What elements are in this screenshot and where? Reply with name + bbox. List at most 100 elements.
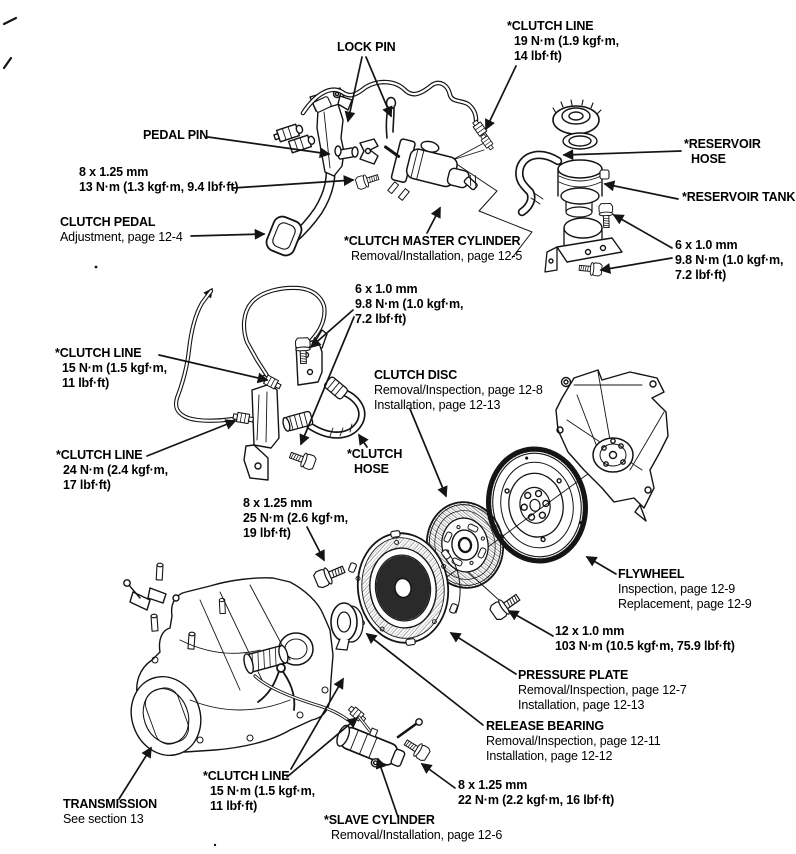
label-text: 15 N·m (1.5 kgf·m, xyxy=(62,361,167,375)
shift-linkage xyxy=(123,579,180,611)
label-text: Removal/Inspection, page 12-7 xyxy=(518,683,687,697)
pedal-pin-part xyxy=(334,145,359,160)
label-text: 25 N·m (2.6 kgf·m, xyxy=(243,511,348,525)
label-text: Installation, page 12-13 xyxy=(518,698,645,712)
label-text: HOSE xyxy=(354,462,389,476)
label-text: CLUTCH PEDAL xyxy=(60,215,156,229)
flare-fitting-24nm xyxy=(231,411,255,425)
label-text: 9.8 N·m (1.0 kgf·m, xyxy=(675,253,784,267)
label-text: 24 N·m (2.4 kgf·m, xyxy=(63,463,168,477)
pedal-pad xyxy=(265,215,303,257)
label-text: Removal/Installation, page 12-5 xyxy=(351,249,523,263)
label-text: 12 x 1.0 mm xyxy=(555,624,625,638)
reservoir-seal-ring xyxy=(562,132,598,150)
label-clutch-line-upper: *CLUTCH LINE 19 N·m (1.9 kgf·m, 14 lbf·f… xyxy=(507,19,619,64)
label-clutch-line-left: *CLUTCH LINE 15 N·m (1.5 kgf·m, 11 lbf·f… xyxy=(55,346,167,391)
label-text: 8 x 1.25 mm xyxy=(458,778,528,792)
label-text: 7.2 lbf·ft) xyxy=(355,312,407,326)
label-text: Installation, page 12-13 xyxy=(374,398,501,412)
reservoir-cap xyxy=(552,99,602,135)
label-text: 6 x 1.0 mm xyxy=(355,282,418,296)
mount-bracket-drawing xyxy=(555,369,669,522)
label-text: *RESERVOIR TANK xyxy=(682,190,796,204)
label-text: 9.8 N·m (1.0 kgf·m, xyxy=(355,297,464,311)
label-text: 19 N·m (1.9 kgf·m, xyxy=(514,34,619,48)
reservoir-bracket xyxy=(544,217,623,273)
label-plate-bolt: 8 x 1.25 mm 25 N·m (2.6 kgf·m, 19 lbf·ft… xyxy=(243,496,348,541)
scan-speck-marks xyxy=(2,16,217,847)
label-master-cylinder: *CLUTCH MASTER CYLINDER Removal/Installa… xyxy=(344,234,522,264)
clutch-line-24-pipe xyxy=(173,288,236,423)
label-text: Inspection, page 12-9 xyxy=(618,582,736,596)
label-pedal-bolt: 8 x 1.25 mm 13 N·m (1.3 kgf·m, 9.4 lbf·f… xyxy=(79,165,239,195)
label-text: Installation, page 12-12 xyxy=(486,749,613,763)
clutch-pedal-drawing xyxy=(265,87,353,257)
label-text: 8 x 1.25 mm xyxy=(79,165,149,179)
label-text: *CLUTCH LINE xyxy=(507,19,594,33)
label-slave-bolt: 8 x 1.25 mm 22 N·m (2.2 kgf·m, 16 lbf·ft… xyxy=(458,778,614,808)
mid-clutch-lines xyxy=(173,285,366,481)
clevis-yoke xyxy=(359,138,379,165)
slave-cylinder-drawing xyxy=(336,704,432,768)
label-clutch-pedal: CLUTCH PEDAL Adjustment, page 12-4 xyxy=(60,215,183,245)
label-clutch-line-bottom: *CLUTCH LINE 15 N·m (1.5 kgf·m, 11 lbf·f… xyxy=(203,769,315,814)
label-text: *CLUTCH LINE xyxy=(203,769,290,783)
label-text: PRESSURE PLATE xyxy=(518,668,629,682)
label-clutch-hose: *CLUTCH HOSE xyxy=(347,447,402,477)
flare-fitting-slave xyxy=(346,704,368,725)
label-text: LOCK PIN xyxy=(337,40,396,54)
label-damper-bolts: 6 x 1.0 mm 9.8 N·m (1.0 kgf·m, 7.2 lbf·f… xyxy=(355,282,463,327)
label-text: 13 N·m (1.3 kgf·m, 9.4 lbf·ft) xyxy=(79,180,239,194)
label-text: 15 N·m (1.5 kgf·m, xyxy=(210,784,315,798)
label-reservoir-bolts: 6 x 1.0 mm 9.8 N·m (1.0 kgf·m, 7.2 lbf·f… xyxy=(675,238,783,283)
label-text: *SLAVE CYLINDER xyxy=(324,813,435,827)
label-text: *CLUTCH xyxy=(347,447,403,461)
transmission-drawing xyxy=(123,562,350,757)
label-text: 7.2 lbf·ft) xyxy=(675,268,727,282)
label-flywheel-bolt: 12 x 1.0 mm 103 N·m (10.5 kgf·m, 75.9 lb… xyxy=(555,624,735,654)
pedal-bolt-part xyxy=(354,170,381,191)
master-cylinder-drawing xyxy=(384,138,478,201)
input-shaft xyxy=(243,644,289,675)
label-clutch-disc: CLUTCH DISC Removal/Inspection, page 12-… xyxy=(374,368,543,413)
label-text: *CLUTCH MASTER CYLINDER xyxy=(344,234,521,248)
label-reservoir-tank: *RESERVOIR TANK xyxy=(682,190,795,205)
label-text: 6 x 1.0 mm xyxy=(675,238,738,252)
label-text: 14 lbf·ft) xyxy=(514,49,562,63)
release-fork xyxy=(257,663,296,711)
label-release-bearing: RELEASE BEARING Removal/Inspection, page… xyxy=(486,719,661,764)
label-reservoir-hose: *RESERVOIR HOSE xyxy=(684,137,761,167)
label-text: Removal/Inspection, page 12-8 xyxy=(374,383,543,397)
label-text: Adjustment, page 12-4 xyxy=(60,230,183,244)
reservoir-bolt-lower xyxy=(578,260,603,277)
label-slave-cylinder: *SLAVE CYLINDER Removal/Installation, pa… xyxy=(324,813,502,843)
label-flywheel: FLYWHEEL Inspection, page 12-9 Replaceme… xyxy=(618,567,752,612)
label-text: 8 x 1.25 mm xyxy=(243,496,313,510)
label-text: *RESERVOIR xyxy=(684,137,761,151)
label-text: 19 lbf·ft) xyxy=(243,526,291,540)
reservoir-drawing xyxy=(515,99,623,277)
label-text: HOSE xyxy=(691,152,726,166)
leader-arrows xyxy=(118,56,682,818)
label-text: TRANSMISSION xyxy=(63,797,158,811)
label-text: FLYWHEEL xyxy=(618,567,685,581)
clutch-hose-part xyxy=(282,376,366,439)
label-text: 17 lbf·ft) xyxy=(63,478,111,492)
lock-pin-part xyxy=(385,96,397,139)
label-text: Replacement, page 12-9 xyxy=(618,597,752,611)
pedal-switch xyxy=(273,123,304,143)
label-text: PEDAL PIN xyxy=(143,128,209,142)
label-text: RELEASE BEARING xyxy=(486,719,604,733)
label-text: Removal/Installation, page 12-6 xyxy=(331,828,503,842)
label-text: 22 N·m (2.2 kgf·m, 16 lbf·ft) xyxy=(458,793,615,807)
label-pedal-pin: PEDAL PIN xyxy=(143,128,208,143)
pressure-plate-drawing xyxy=(348,530,461,646)
label-text: *CLUTCH LINE xyxy=(56,448,143,462)
label-clutch-line-24: *CLUTCH LINE 24 N·m (2.4 kgf·m, 17 lbf·f… xyxy=(56,448,168,493)
label-text: CLUTCH DISC xyxy=(374,368,458,382)
damper-bolt-lower xyxy=(287,447,318,472)
upper-clutch-line-pipe xyxy=(300,79,496,152)
label-text: See section 13 xyxy=(63,812,144,826)
